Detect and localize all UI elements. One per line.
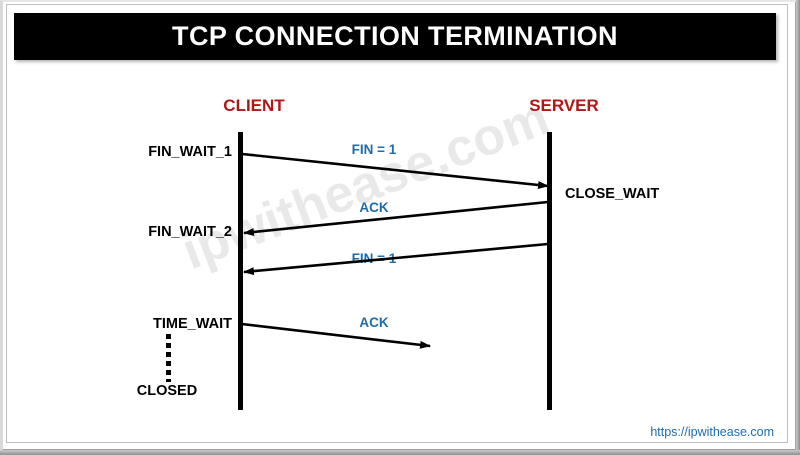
- lifeline-label-client: CLIENT: [223, 96, 285, 115]
- message-label-ack2: ACK: [359, 315, 389, 330]
- sequence-diagram-canvas: ipwithease.com CLIENT SERVER FIN_WAIT_1 …: [14, 66, 776, 434]
- lifeline-client: [238, 132, 243, 410]
- lifeline-server: [547, 132, 552, 410]
- frame-right-shadow: [796, 0, 800, 455]
- state-label-close-wait: CLOSE_WAIT: [565, 186, 660, 202]
- message-label-ack1: ACK: [359, 200, 389, 215]
- dotted-transition-time-wait-to-closed: [166, 334, 171, 382]
- state-label-fin-wait-2: FIN_WAIT_2: [148, 224, 232, 240]
- message-arrows: [241, 152, 549, 349]
- state-label-time-wait: TIME_WAIT: [153, 316, 232, 332]
- lifeline-label-server: SERVER: [529, 96, 599, 115]
- state-label-fin-wait-1: FIN_WAIT_1: [148, 144, 232, 160]
- frame-bottom-shadow: [0, 450, 800, 455]
- message-label-fin1: FIN = 1: [351, 142, 397, 157]
- page-title: TCP CONNECTION TERMINATION: [172, 21, 618, 51]
- message-label-fin2: FIN = 1: [351, 251, 397, 266]
- title-bar: TCP CONNECTION TERMINATION: [14, 13, 776, 60]
- state-label-closed: CLOSED: [136, 383, 198, 399]
- footer-url[interactable]: https://ipwithease.com: [650, 425, 774, 439]
- arrow-fin1: [241, 152, 549, 189]
